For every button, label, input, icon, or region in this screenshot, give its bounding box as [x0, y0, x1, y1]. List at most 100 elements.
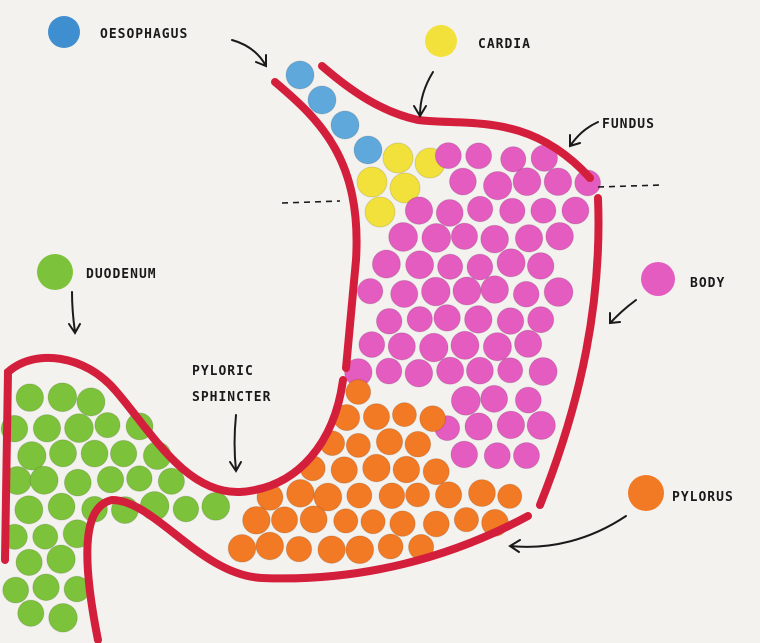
pylorus-candy: [227, 534, 257, 563]
body-candy: [543, 167, 573, 197]
arrow-fundus: [569, 121, 599, 148]
body-candy: [450, 222, 479, 250]
body-candy-key: [641, 262, 675, 296]
label-duodenum: DUODENUM: [86, 267, 157, 282]
pylorus-candy: [333, 508, 359, 534]
pylorus-candy: [378, 482, 406, 510]
body-candy: [450, 440, 479, 469]
body-candy: [388, 221, 419, 252]
duodenum-candy: [109, 439, 138, 468]
body-candy: [419, 332, 449, 363]
body-candy: [466, 195, 494, 223]
duodenum-candy: [47, 382, 78, 413]
duodenum-candy: [29, 465, 59, 495]
duodenum-candy: [64, 413, 94, 444]
body-candy: [465, 356, 494, 385]
pylorus-candy: [405, 482, 431, 508]
pylorus-candy: [453, 506, 480, 533]
body-candy: [497, 357, 524, 384]
greater-curvature-top-tube: [318, 62, 594, 182]
duodenum-candy: [76, 387, 106, 417]
arrow-pyloric-sphincter: [229, 414, 242, 473]
body-candy: [483, 442, 511, 470]
duodenum-candy: [32, 414, 62, 443]
oesophagus-candy: [285, 60, 315, 90]
body-candy: [464, 305, 493, 334]
body-candy: [450, 330, 480, 360]
body-candy: [387, 332, 416, 361]
body-candy: [466, 253, 494, 281]
pylorus-candy: [389, 510, 416, 537]
cardia-candy: [356, 166, 388, 198]
label-oesophagus: OESOPHAGUS: [100, 27, 188, 42]
body-candy: [371, 249, 401, 279]
duodenum-candy: [96, 465, 125, 494]
body-candy: [480, 384, 509, 413]
duodenum-candy: [17, 441, 47, 471]
pylorus-candy: [434, 481, 463, 509]
pylorus-candy: [313, 482, 343, 512]
arrow-oesophagus: [231, 39, 267, 68]
body-candy: [512, 280, 540, 308]
body-candy: [465, 142, 493, 170]
body-candy: [561, 196, 590, 225]
arrow-body: [609, 299, 637, 325]
body-right-tube: [536, 194, 603, 509]
body-candy: [404, 196, 434, 225]
pylorus-candy: [255, 531, 285, 561]
body-candy: [482, 332, 512, 362]
body-candy: [543, 277, 574, 307]
body-candy: [512, 441, 541, 470]
cardia-candy-key: [425, 25, 457, 57]
body-candy: [496, 410, 526, 440]
duodenum-candy: [15, 548, 43, 577]
duodenum-candy: [2, 576, 30, 604]
body-candy: [530, 197, 557, 224]
pylorus-candy: [317, 535, 346, 564]
label-pylorus: PYLORUS: [672, 490, 734, 505]
body-candy: [405, 250, 435, 280]
cardia-candy: [364, 196, 396, 228]
pylorus-candy: [362, 403, 391, 431]
duodenum-candy: [32, 523, 59, 550]
body-candy: [435, 198, 464, 227]
body-candy: [421, 223, 452, 253]
body-candy: [496, 307, 525, 335]
body-candy: [420, 276, 451, 307]
body-candy: [437, 253, 464, 280]
oesophagus-candy-key: [48, 16, 80, 48]
pylorus-candy: [419, 405, 447, 433]
body-candy: [527, 306, 555, 334]
body-candy: [499, 197, 526, 225]
body-candy: [514, 386, 542, 414]
duodenum-candy: [157, 467, 185, 495]
body-candy: [526, 252, 555, 280]
body-candy: [404, 358, 434, 388]
pylorus-candy-key: [628, 475, 664, 511]
duodenum-candy: [80, 439, 109, 468]
pylorus-candy: [346, 482, 373, 509]
oesophagus-candy: [330, 110, 360, 140]
body-candy: [526, 410, 556, 441]
oesophagus-candy: [307, 85, 337, 115]
pylorus-candy: [242, 506, 271, 535]
body-candy: [390, 279, 419, 309]
body-candy: [375, 307, 403, 335]
pylorus-candy: [391, 402, 417, 428]
body-candy: [357, 278, 384, 305]
duodenum-candy: [17, 599, 45, 627]
body-candy: [500, 146, 527, 173]
body-candy: [434, 142, 462, 170]
pylorus-candy: [375, 427, 404, 456]
pyloric-tube: [1, 353, 347, 564]
body-candy: [482, 170, 513, 201]
pylorus-candy: [270, 506, 299, 534]
duodenum-candy: [32, 573, 60, 602]
pylorus-candy: [467, 479, 496, 508]
pylorus-candy: [345, 535, 375, 565]
arrow-duodenum: [68, 291, 81, 335]
duodenum-candy: [48, 439, 78, 468]
body-candy: [375, 357, 403, 385]
duodenum-candy: [63, 468, 92, 497]
